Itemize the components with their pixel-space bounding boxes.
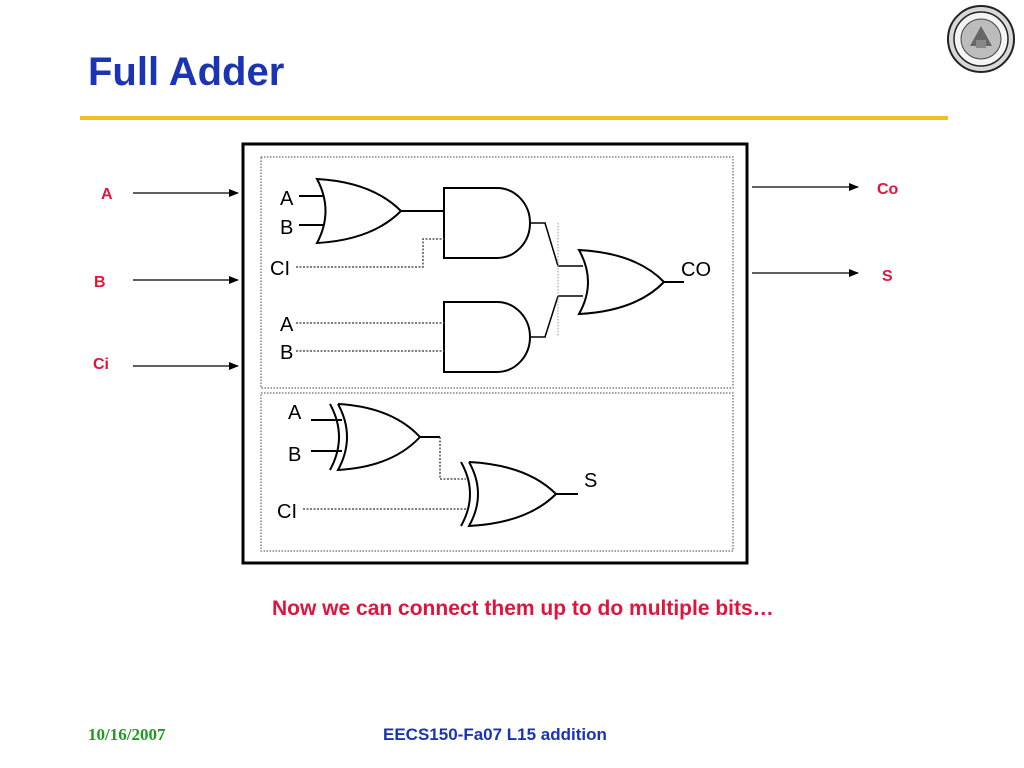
and-gate-bottom <box>443 301 531 373</box>
xor-input-a-label: A <box>288 402 302 424</box>
carry-in-label-top: CI <box>270 258 290 280</box>
xor-intermediate-wire <box>439 437 466 480</box>
slide-caption: Now we can connect them up to do multipl… <box>272 597 774 620</box>
or-input-b-label: B <box>280 217 293 239</box>
footer-course: EECS150-Fa07 L15 addition <box>383 725 607 744</box>
and-bottom-to-or-wire <box>530 295 583 338</box>
block-input-ci-label: Ci <box>93 356 109 373</box>
and-input-a-label: A <box>280 314 294 336</box>
sum-logic-box <box>260 392 734 552</box>
sum-out-label: S <box>584 470 597 492</box>
or-gate-ab <box>299 177 444 245</box>
carry-out-label: CO <box>681 259 711 281</box>
and-top-to-or-wire <box>530 222 583 267</box>
block-input-b-label: B <box>94 274 106 291</box>
xor-input-b-label: B <box>288 444 301 466</box>
slide-title: Full Adder <box>88 50 285 94</box>
carry-logic-box <box>260 156 734 389</box>
carry-in-wire-top <box>296 238 444 268</box>
university-seal-icon <box>947 5 1015 73</box>
block-input-a-label: A <box>101 186 113 203</box>
or-gate-carry-out <box>577 248 684 316</box>
title-underline <box>80 116 948 120</box>
xor-gate-sum <box>460 461 578 528</box>
carry-in-label-bottom: CI <box>277 501 297 523</box>
and-gate-top <box>443 187 531 259</box>
and-input-b-label: B <box>280 342 293 364</box>
full-adder-block <box>241 142 749 565</box>
block-output-co-label: Co <box>877 181 899 198</box>
block-output-s-label: S <box>882 268 893 285</box>
xor-gate-ab <box>311 403 440 472</box>
or-input-a-label: A <box>280 188 294 210</box>
footer-date: 10/16/2007 <box>88 725 166 744</box>
